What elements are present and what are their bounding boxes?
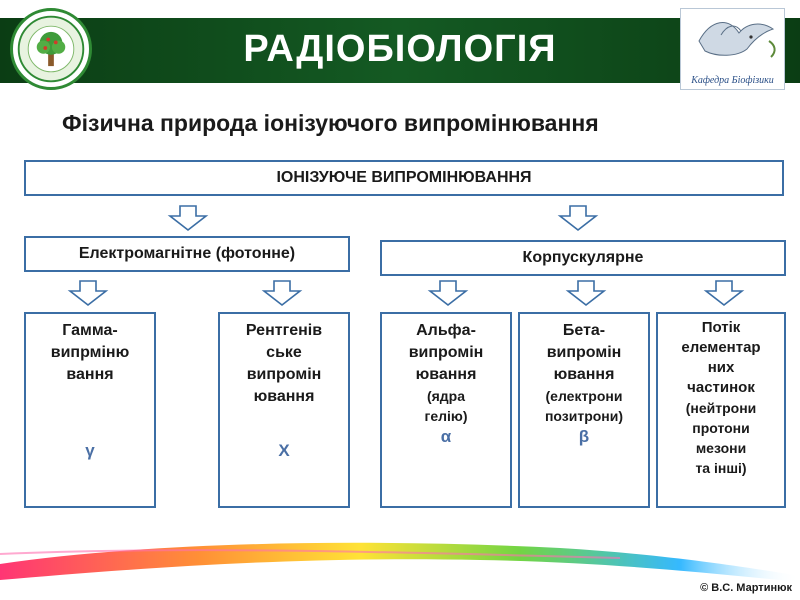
rainbow-swoosh-icon: [0, 542, 800, 582]
leaf-text-line: випромін: [546, 344, 622, 361]
header-bar: РАДІОБІОЛОГІЯ: [0, 18, 800, 83]
slide-subtitle: Фізична природа іонізуючого випромінюван…: [62, 110, 599, 136]
leaf-text-line: Бета-: [562, 322, 606, 339]
leaf-alpha: Альфа- випромін ювання (ядра гелію) α: [380, 312, 512, 508]
leaf-note-line: позитрони): [544, 408, 624, 424]
leaf-symbol: β: [578, 427, 590, 446]
leaf-text-line: випрміню: [50, 344, 130, 361]
page-title: РАДІОБІОЛОГІЯ: [243, 28, 557, 70]
leaf-symbol: X: [278, 441, 290, 460]
leaf-note-line: гелію): [424, 408, 468, 424]
leaf-text-line: вання: [66, 366, 114, 383]
arrow-down-icon: [67, 280, 109, 307]
leaf-text-line: Рентгенів: [245, 322, 323, 339]
branch-electromagnetic: Електромагнітне (фотонне): [24, 236, 350, 272]
leaf-text-line: випромін: [408, 344, 484, 361]
leaf-note-line: (ядра: [426, 388, 466, 404]
arrow-down-icon: [565, 280, 607, 307]
root-box: ІОНІЗУЮЧЕ ВИПРОМІНЮВАННЯ: [24, 160, 784, 196]
copyright-text: © В.С. Мартинюк: [700, 582, 792, 594]
leaf-note-line: протони: [692, 420, 750, 436]
leaf-text-line: випромін: [246, 366, 322, 383]
branch-corpuscular: Корпускулярне: [380, 240, 786, 276]
leaf-note-line: (електрони: [545, 388, 623, 404]
leaf-text-line: Альфа-: [416, 322, 476, 339]
leaf-text-line: Гамма-: [62, 322, 118, 339]
leaf-text-line: елементар: [681, 339, 761, 356]
arrow-down-icon: [557, 205, 599, 232]
leaf-note-line: (нейтрони: [685, 400, 757, 416]
institute-logo-icon: [10, 8, 92, 90]
leaf-note-line: та інші): [695, 460, 747, 476]
leaf-xray: Рентгенів ське випромін ювання X: [218, 312, 350, 508]
arrow-down-icon: [703, 280, 745, 307]
leaf-text-line: ювання: [253, 388, 315, 405]
department-name: Кафедра Біофізики: [691, 75, 774, 86]
leaf-text-line: частинок: [687, 379, 755, 396]
leaf-text-line: Потік: [701, 319, 741, 336]
leaf-text-line: ювання: [415, 366, 477, 383]
leaf-particles: Потік елементар них частинок (нейтрони п…: [656, 312, 786, 508]
arrow-down-icon: [261, 280, 303, 307]
leaf-text-line: ювання: [553, 366, 615, 383]
leaf-text-line: них: [707, 359, 735, 376]
leaf-note-line: мезони: [695, 440, 747, 456]
arrow-down-icon: [427, 280, 469, 307]
department-logo: Кафедра Біофізики: [680, 8, 785, 90]
leaf-text-line: ське: [266, 344, 302, 361]
arrow-down-icon: [167, 205, 209, 232]
leaf-symbol: γ: [85, 441, 95, 460]
dove-icon: [698, 22, 776, 58]
leaf-gamma: Гамма- випрміню вання γ: [24, 312, 156, 508]
leaf-beta: Бета- випромін ювання (електрони позитро…: [518, 312, 650, 508]
leaf-symbol: α: [440, 427, 452, 446]
